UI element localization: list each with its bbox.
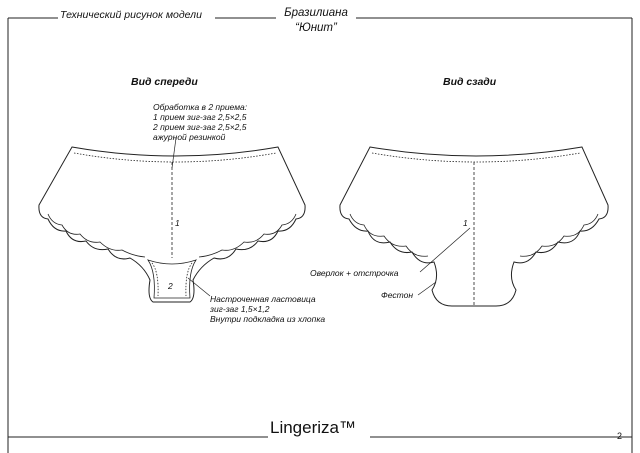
section-title: Технический рисунок модели <box>60 9 202 21</box>
front-panel-number-2: 2 <box>168 281 173 291</box>
gusset-note-line-2: зиг-заг 1,5×1,2 <box>210 304 270 314</box>
model-name: Бразилиана <box>284 7 348 19</box>
brand-logo-text: Lingeriza™ <box>270 418 356 437</box>
front-seam-note: Обработка в 2 приема: 1 прием зиг-заг 2,… <box>153 102 247 142</box>
back-view-garment <box>339 146 609 307</box>
overlock-leader <box>419 227 471 273</box>
front-view-garment <box>38 137 306 303</box>
gusset-note-line-3: Внутри подкладка из хлопка <box>210 314 326 324</box>
front-waist-stitch <box>73 152 277 163</box>
front-panel-number-1: 1 <box>175 218 180 228</box>
overlock-note: Оверлок + отстрочка <box>310 268 399 278</box>
front-outline <box>38 146 306 303</box>
gusset-leader <box>187 277 211 297</box>
gusset-note-line-1: Настроченная ластовица <box>210 294 316 304</box>
back-view-label: Вид сзади <box>443 76 497 88</box>
seam-note-line-3: 2 прием зиг-заг 2,5×2,5 <box>153 122 247 132</box>
back-inner-scallop <box>349 213 599 257</box>
front-seam-leader <box>171 137 177 169</box>
page-number: 2 <box>617 431 623 441</box>
front-gusset <box>147 259 197 299</box>
front-view-label: Вид спереди <box>131 76 198 88</box>
gusset-note: Настроченная ластовица зиг-заг 1,5×1,2 В… <box>210 294 325 324</box>
model-collection: “Юнит” <box>295 22 337 34</box>
back-waist-stitch <box>371 152 581 163</box>
back-outline <box>339 146 609 307</box>
scallop-note: Фестон <box>381 290 414 300</box>
front-gusset-stitch <box>151 262 193 297</box>
front-inner-scallop <box>47 213 297 258</box>
back-panel-number-1: 1 <box>463 218 468 228</box>
scallop-leader <box>417 281 437 296</box>
seam-note-line-1: Обработка в 2 приема: <box>153 102 248 112</box>
model-title: Бразилиана “Юнит” <box>276 6 356 36</box>
seam-note-line-4: ажурной резинкой <box>153 132 226 142</box>
seam-note-line-2: 1 прием зиг-заг 2,5×2,5 <box>153 112 247 122</box>
